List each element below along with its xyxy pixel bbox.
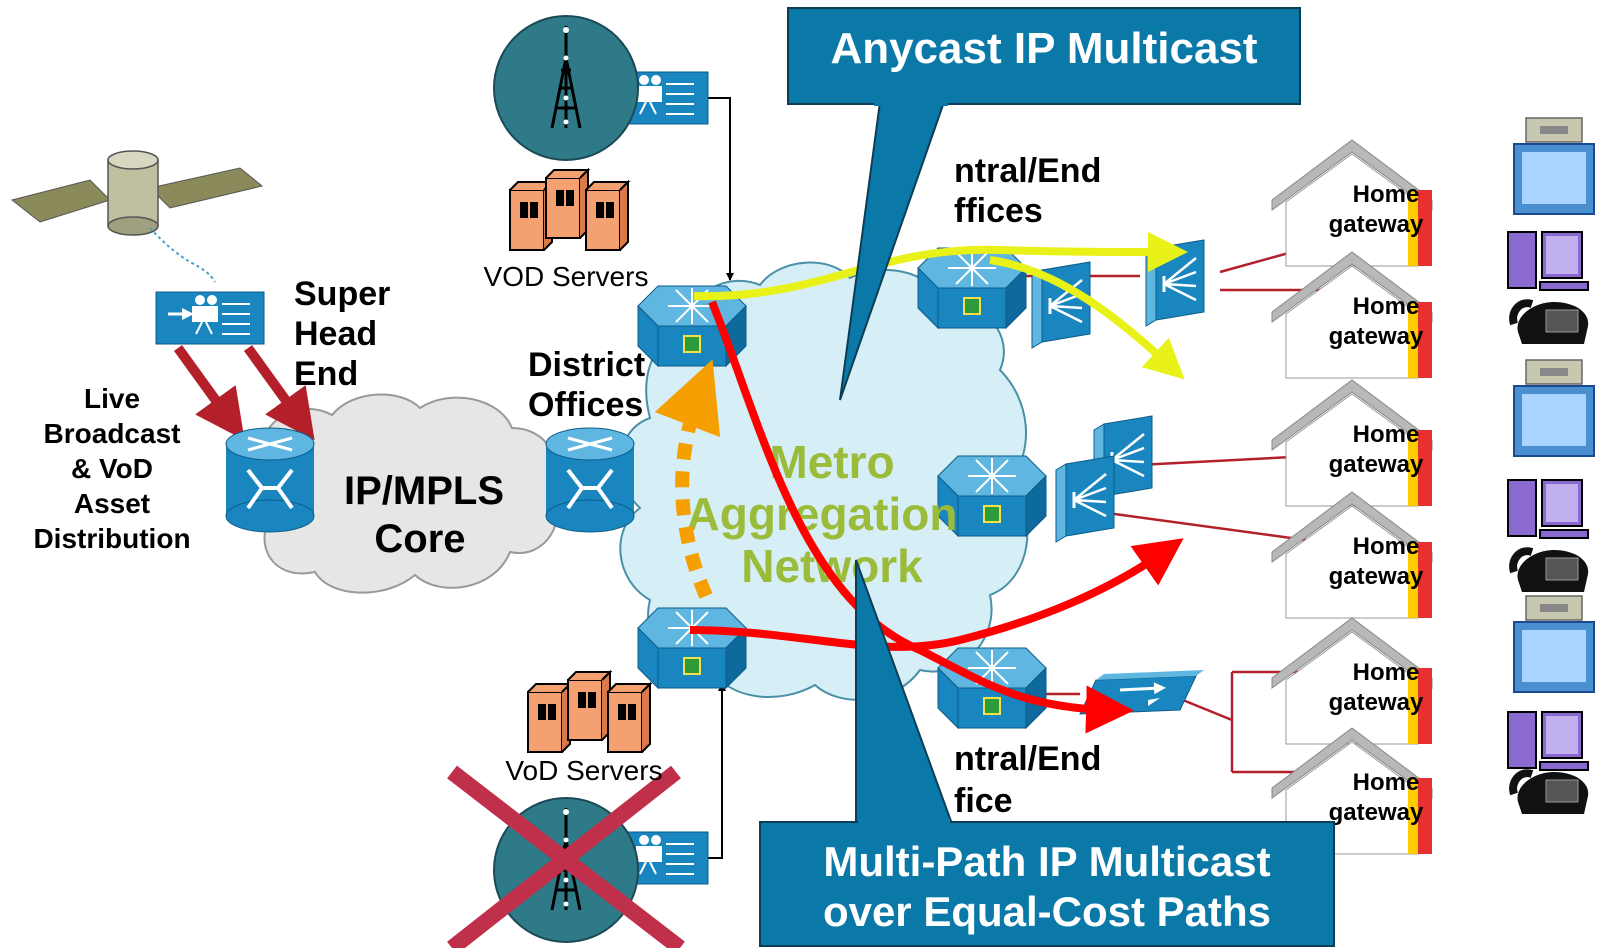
home-gateway-label: Home gateway (1329, 533, 1424, 590)
svg-text:over Equal-Cost Paths: over Equal-Cost Paths (823, 888, 1271, 935)
home-gateway-label: Home gateway (1329, 293, 1424, 350)
super-head-end-label: Super Head End (294, 275, 390, 393)
svg-text:District: District (528, 346, 645, 384)
svg-text:Broadcast: Broadcast (44, 418, 181, 449)
svg-text:Home: Home (1353, 769, 1420, 796)
svg-text:Network: Network (741, 540, 923, 592)
cross-icon (447, 765, 685, 948)
svg-text:fice: fice (954, 782, 1013, 820)
vod-servers-bottom-label: VoD Servers (505, 755, 662, 786)
anycast-yellow-paths (693, 231, 1188, 380)
vod-servers-top-label: VOD Servers (484, 261, 649, 292)
live-broadcast-label: Live Broadcast & VoD Asset Distribution (33, 383, 190, 554)
core-label: IP/MPLS Core (344, 469, 504, 561)
svg-text:Head: Head (294, 315, 377, 353)
satellite-icon (10, 150, 264, 283)
pc-icon (1507, 231, 1589, 291)
multipath-red-paths (689, 300, 1184, 734)
svg-text:& VoD: & VoD (71, 453, 153, 484)
svg-text:Core: Core (374, 517, 465, 561)
server-icon (509, 169, 629, 251)
district-offices-label: District Offices (528, 346, 645, 424)
failover-orange-path (654, 359, 721, 599)
svg-text:gateway: gateway (1329, 211, 1424, 238)
anycast-callout: Anycast IP Multicast (787, 7, 1301, 401)
svg-text:Offices: Offices (528, 386, 643, 424)
distribution-arrows (173, 345, 315, 441)
svg-text:Live: Live (84, 383, 140, 414)
pc-icon (1507, 711, 1589, 771)
svg-text:Metro: Metro (769, 436, 894, 488)
central-end-offices-top-label: ntral/End ffices (954, 152, 1101, 230)
svg-text:ntral/End: ntral/End (954, 740, 1101, 778)
svg-text:ntral/End: ntral/End (954, 152, 1101, 190)
dslam-icon (1054, 454, 1116, 544)
server-icon (527, 671, 651, 753)
central-end-office-bottom-label: ntral/End fice (954, 740, 1101, 820)
home-gateway-label: Home gateway (1329, 421, 1424, 478)
svg-text:Asset: Asset (74, 488, 150, 519)
svg-text:Multi-Path IP Multicast: Multi-Path IP Multicast (823, 838, 1270, 885)
svg-text:Home: Home (1353, 421, 1420, 448)
router-icon (224, 426, 316, 534)
svg-text:ffices: ffices (954, 192, 1043, 230)
multipath-callout: Multi-Path IP Multicast over Equal-Cost … (759, 559, 1335, 947)
home-gateway-label: Home gateway (1329, 659, 1424, 716)
metro-aggregation-label: Metro Aggregation Network (687, 436, 958, 592)
svg-text:gateway: gateway (1329, 451, 1424, 478)
svg-text:End: End (294, 355, 358, 393)
svg-text:IP/MPLS: IP/MPLS (344, 469, 504, 513)
svg-text:Home: Home (1353, 293, 1420, 320)
svg-text:Anycast IP Multicast: Anycast IP Multicast (830, 24, 1257, 73)
svg-text:Home: Home (1353, 659, 1420, 686)
pc-icon (1507, 479, 1589, 539)
broadcast-tower-icon (493, 15, 639, 161)
svg-text:gateway: gateway (1329, 689, 1424, 716)
svg-text:gateway: gateway (1329, 799, 1424, 826)
router-icon (544, 426, 636, 534)
svg-text:gateway: gateway (1329, 323, 1424, 350)
home-gateway-label: Home gateway (1329, 181, 1424, 238)
phone-icon (1513, 550, 1588, 592)
encoder-links (706, 97, 734, 859)
switch-icon (637, 607, 747, 689)
home-gateway-label: Home gateway (1329, 769, 1424, 826)
tv-icon (1513, 595, 1595, 693)
svg-text:Home: Home (1353, 533, 1420, 560)
phone-icon (1513, 772, 1588, 814)
svg-text:Super: Super (294, 275, 390, 313)
svg-text:Aggregation: Aggregation (687, 488, 958, 540)
svg-text:gateway: gateway (1329, 563, 1424, 590)
video-encoder-icon (156, 292, 264, 344)
phone-icon (1513, 302, 1588, 344)
svg-text:Home: Home (1353, 181, 1420, 208)
tv-icon (1513, 359, 1595, 457)
svg-text:Distribution: Distribution (33, 523, 190, 554)
tv-icon (1513, 117, 1595, 215)
